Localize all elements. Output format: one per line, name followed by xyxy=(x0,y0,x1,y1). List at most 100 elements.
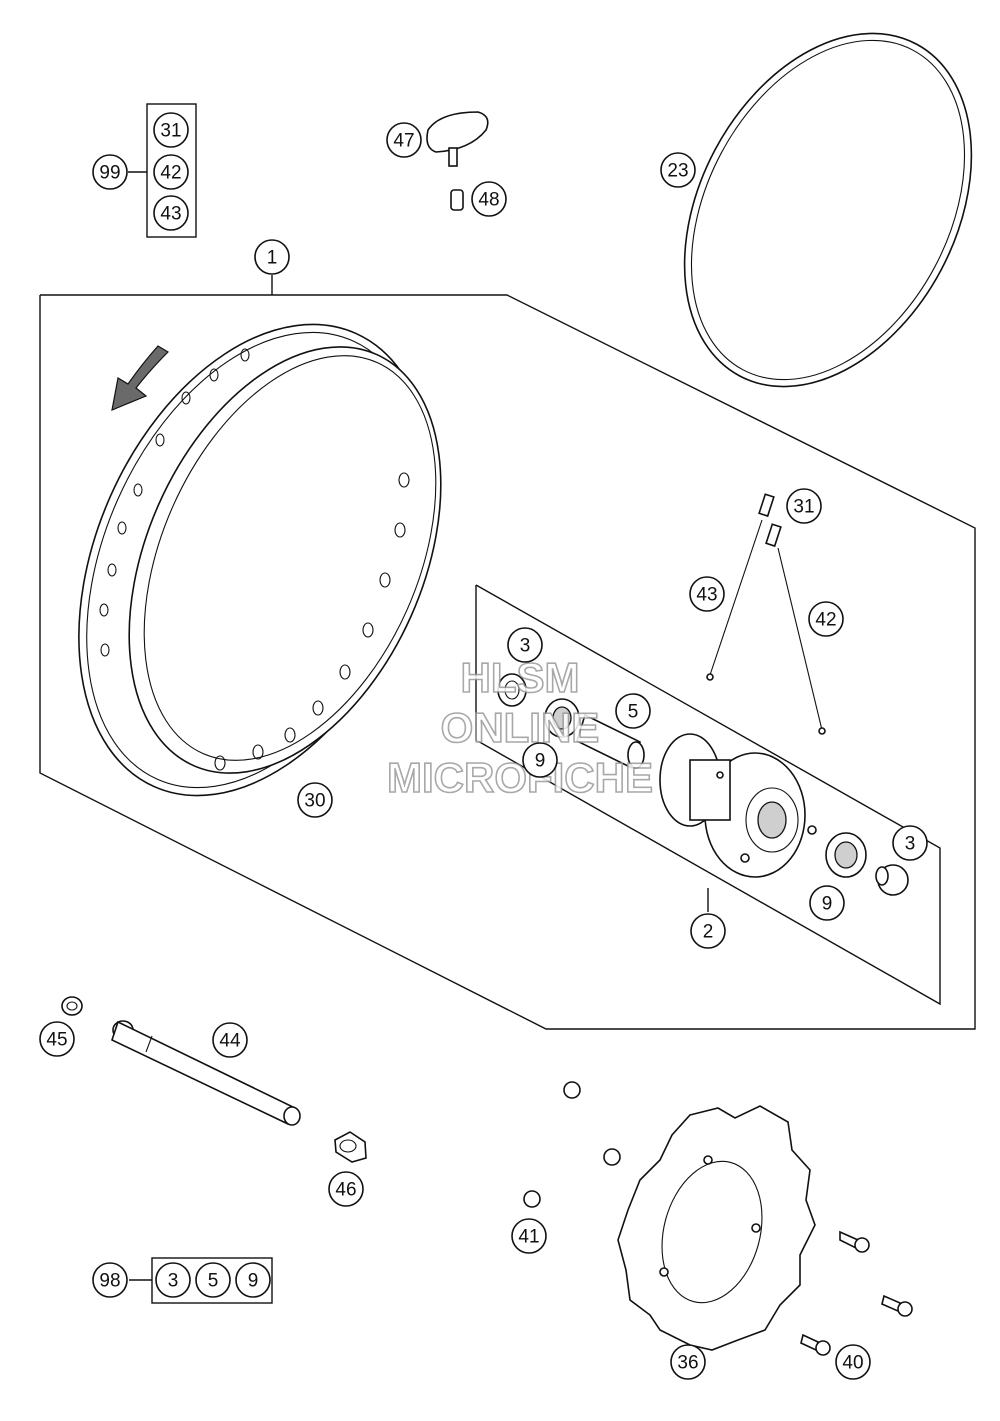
callout-number: 5 xyxy=(628,702,639,723)
callout-circle xyxy=(386,122,422,158)
callout-circle xyxy=(195,1262,231,1298)
brake-disc-bolts-40 xyxy=(800,1230,913,1356)
callout-c43b: 43 xyxy=(689,576,725,612)
callout-c45: 45 xyxy=(39,1021,75,1057)
callout-circle xyxy=(522,742,558,778)
callout-c3a: 3 xyxy=(507,627,543,663)
callout-c47: 47 xyxy=(386,122,422,158)
callout-c9a: 9 xyxy=(522,742,558,778)
callout-circle xyxy=(511,1218,547,1254)
callout-c43a: 43 xyxy=(153,195,189,231)
callout-number: 45 xyxy=(46,1030,67,1051)
callout-layer: 99 31 42 43 47 48 23 1 31 43 42 3 5 9 30 3 9 2 45 44 46 41 98 3… xyxy=(39,112,928,1380)
brake-disc xyxy=(617,1105,816,1351)
callout-circle xyxy=(670,1344,706,1380)
callout-number: 48 xyxy=(478,190,499,211)
callout-circle xyxy=(235,1262,271,1298)
callout-c2: 2 xyxy=(690,913,726,949)
spoke-43 xyxy=(706,519,763,681)
callout-c5: 5 xyxy=(615,693,651,729)
callout-number: 9 xyxy=(535,751,546,772)
callout-number: 42 xyxy=(160,163,181,184)
callout-number: 43 xyxy=(696,585,717,606)
callout-c42a: 42 xyxy=(153,154,189,190)
callout-number: 42 xyxy=(815,610,836,631)
callout-number: 36 xyxy=(677,1353,698,1374)
callout-c44: 44 xyxy=(212,1022,248,1058)
callout-c98: 98 xyxy=(92,1262,128,1298)
callout-c9c: 9 xyxy=(235,1262,271,1298)
callout-circle xyxy=(92,154,128,190)
callout-c42b: 42 xyxy=(808,601,844,637)
callout-number: 41 xyxy=(518,1227,539,1248)
watermark: HLSM ONLINE MICROFICHE xyxy=(386,653,654,802)
callout-number: 98 xyxy=(99,1271,120,1292)
spoke-42 xyxy=(777,547,826,735)
callout-number: 3 xyxy=(905,834,916,855)
callout-number: 47 xyxy=(393,131,414,152)
callout-c31a: 31 xyxy=(153,112,189,148)
bearing-9-right xyxy=(825,832,867,878)
callout-number: 30 xyxy=(304,791,325,812)
callout-circle xyxy=(254,239,290,275)
callout-c36: 36 xyxy=(670,1344,706,1380)
valve-cap xyxy=(426,111,489,167)
brake-disc-nuts-41 xyxy=(523,1081,621,1208)
rim xyxy=(78,323,442,797)
rim-spoke-holes xyxy=(99,348,410,771)
callout-c1: 1 xyxy=(254,239,290,275)
wheel-spindle-44 xyxy=(111,1020,301,1126)
callout-c46: 46 xyxy=(328,1171,364,1207)
callout-number: 9 xyxy=(822,894,833,915)
watermark-line-3: MICROFICHE xyxy=(387,754,653,801)
callout-circle xyxy=(809,885,845,921)
callout-c5b: 5 xyxy=(195,1262,231,1298)
callout-number: 46 xyxy=(335,1180,356,1201)
hub-body xyxy=(659,733,817,878)
callout-circle xyxy=(328,1171,364,1207)
callout-number: 31 xyxy=(793,497,814,518)
callout-circle xyxy=(786,488,822,524)
callout-circle xyxy=(212,1022,248,1058)
callout-number: 5 xyxy=(208,1271,219,1292)
callout-c99: 99 xyxy=(92,154,128,190)
callout-circle xyxy=(471,181,507,217)
callout-c9b: 9 xyxy=(809,885,845,921)
spoke-nipples xyxy=(758,493,782,548)
callout-circle xyxy=(690,913,726,949)
valve-nut xyxy=(450,189,464,211)
callout-number: 3 xyxy=(520,636,531,657)
rotation-direction-arrow xyxy=(111,345,169,411)
callout-c3b: 3 xyxy=(892,825,928,861)
watermark-line-2: ONLINE xyxy=(441,704,600,751)
callout-circle xyxy=(39,1021,75,1057)
callout-number: 44 xyxy=(219,1031,241,1052)
callout-c40: 40 xyxy=(835,1344,871,1380)
callout-circle xyxy=(92,1262,128,1298)
callout-c31b: 31 xyxy=(786,488,822,524)
callout-number: 9 xyxy=(248,1271,259,1292)
callout-circle xyxy=(615,693,651,729)
callout-circle xyxy=(297,782,333,818)
callout-c30: 30 xyxy=(297,782,333,818)
callout-circle xyxy=(153,112,189,148)
callout-circle xyxy=(835,1344,871,1380)
callout-c48: 48 xyxy=(471,181,507,217)
callout-c41: 41 xyxy=(511,1218,547,1254)
callout-number: 40 xyxy=(842,1353,863,1374)
callout-circle xyxy=(153,195,189,231)
callout-circle xyxy=(660,152,696,188)
callout-number: 23 xyxy=(667,161,688,182)
callout-circle xyxy=(892,825,928,861)
callout-circle xyxy=(689,576,725,612)
callout-circle xyxy=(507,627,543,663)
rim-band xyxy=(683,32,973,388)
distance-sleeve-5 xyxy=(576,713,645,770)
callout-number: 3 xyxy=(168,1271,179,1292)
axle-nut-45 xyxy=(61,996,83,1016)
callout-circle xyxy=(153,154,189,190)
callout-circle xyxy=(808,601,844,637)
callout-c23: 23 xyxy=(660,152,696,188)
